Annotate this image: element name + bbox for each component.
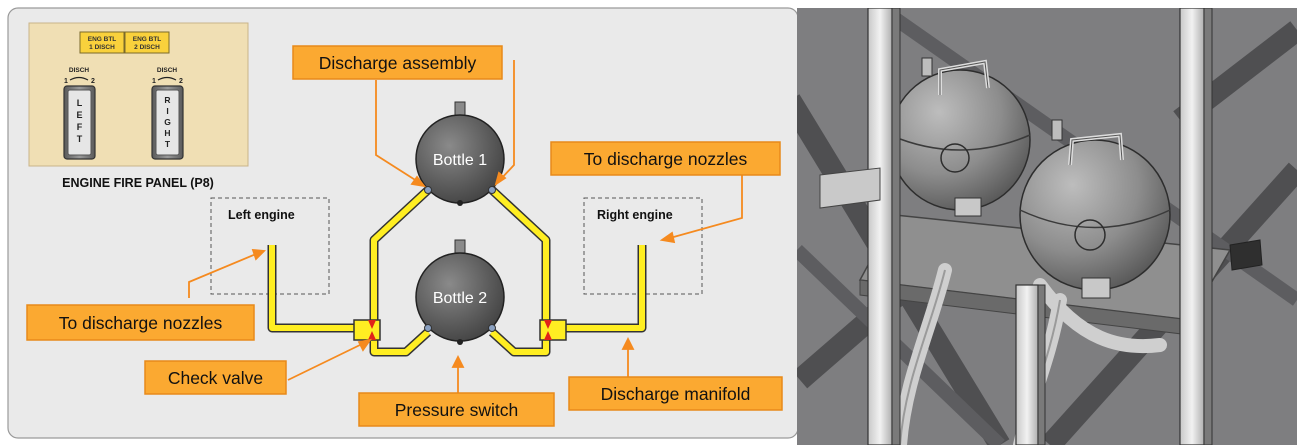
callout-discharge-assembly: Discharge assembly	[293, 46, 502, 79]
annunciator-1-line1: ENG BTL	[88, 36, 117, 43]
right-letter-2: I	[166, 106, 168, 116]
callout-discharge-manifold: Discharge manifold	[569, 377, 782, 410]
annunciator-eng-btl-1: ENG BTL 1 DISCH	[80, 32, 124, 53]
right-letter-3: G	[164, 117, 171, 127]
right-letter-4: H	[164, 128, 170, 138]
callout-check-valve: Check valve	[145, 361, 286, 394]
callout-to-nozzles-left-text: To discharge nozzles	[59, 313, 223, 333]
callout-discharge-manifold-text: Discharge manifold	[601, 384, 751, 404]
right-engine-label: Right engine	[597, 208, 673, 222]
annunciator-1-line2: 1 DISCH	[89, 44, 115, 51]
left-handle-disch-label: DISCH	[69, 67, 90, 74]
left-letter-1: L	[77, 98, 83, 108]
left-letter-2: E	[76, 110, 82, 120]
callout-check-valve-text: Check valve	[168, 368, 263, 388]
callout-to-nozzles-right: To discharge nozzles	[551, 142, 780, 175]
check-valve-right	[540, 320, 566, 340]
right-letter-5: T	[165, 139, 171, 149]
engine-fire-panel: ENG BTL 1 DISCH ENG BTL 2 DISCH DISCH 1 …	[29, 23, 248, 190]
left-letter-3: F	[77, 122, 83, 132]
callout-pressure-switch: Pressure switch	[359, 393, 554, 426]
panel-title: ENGINE FIRE PANEL (P8)	[62, 176, 214, 190]
right-letter-1: R	[164, 95, 170, 105]
check-valve-left	[354, 320, 380, 340]
callout-discharge-assembly-text: Discharge assembly	[319, 53, 477, 73]
annunciator-2-line2: 2 DISCH	[134, 44, 160, 51]
annunciator-eng-btl-2: ENG BTL 2 DISCH	[125, 32, 169, 53]
left-letter-4: T	[77, 134, 83, 144]
left-handle-pos2: 2	[91, 78, 95, 85]
bottle-2-label: Bottle 2	[433, 290, 487, 307]
bottle-installation-illustration	[790, 8, 1297, 445]
bottle-1-label: Bottle 1	[433, 152, 487, 169]
left-handle-pos1: 1	[64, 78, 68, 85]
callout-to-nozzles-left: To discharge nozzles	[27, 305, 254, 340]
right-handle-disch-label: DISCH	[157, 67, 178, 74]
callout-pressure-switch-text: Pressure switch	[395, 400, 519, 420]
right-handle-pos2: 2	[179, 78, 183, 85]
callout-to-nozzles-right-text: To discharge nozzles	[584, 149, 748, 169]
right-handle-pos1: 1	[152, 78, 156, 85]
schematic-panel: ENG BTL 1 DISCH ENG BTL 2 DISCH DISCH 1 …	[8, 8, 798, 438]
annunciator-2-line1: ENG BTL	[133, 36, 162, 43]
left-engine-label: Left engine	[228, 208, 295, 222]
